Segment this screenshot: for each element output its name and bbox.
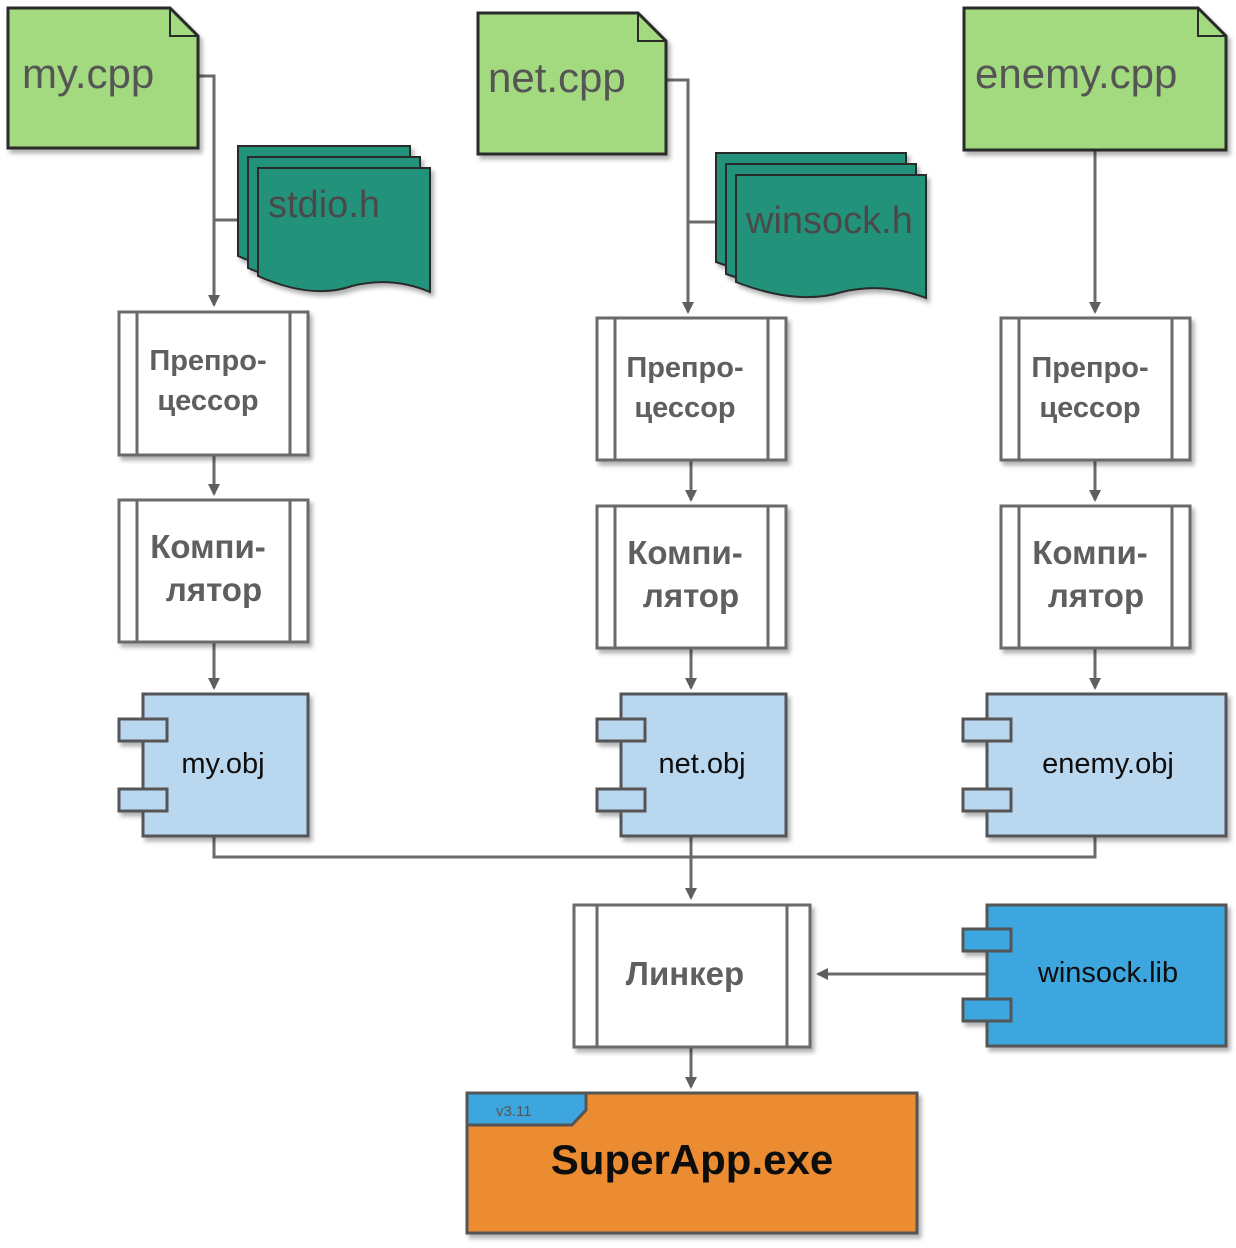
linker-label: Линкер — [626, 955, 744, 992]
header-file-label: winsock.h — [745, 200, 913, 242]
compiler-label-line1: Компи- — [1032, 534, 1147, 571]
compiler-1[interactable]: Компи- лятор — [117, 498, 310, 644]
object-file-my-obj[interactable]: my.obj — [117, 692, 310, 838]
header-file-stdio-h[interactable]: stdio.h — [237, 145, 431, 294]
document-icon — [476, 11, 668, 156]
preprocessor-label-line1: Препро- — [1031, 352, 1148, 384]
document-icon — [6, 6, 200, 150]
header-file-label: stdio.h — [268, 184, 380, 226]
source-file-label: net.cpp — [488, 54, 626, 101]
folded-corner-icon — [637, 13, 666, 42]
source-file-net-cpp[interactable]: net.cpp — [476, 11, 668, 156]
process-box — [117, 310, 310, 457]
component-port-icon — [595, 787, 647, 813]
preprocessor-label-line2: цессор — [1039, 392, 1140, 424]
compiler-label-line2: лятор — [166, 571, 262, 608]
connectors — [198, 74, 1101, 1089]
executable-superapp-exe[interactable]: v3.11 SuperApp.exe — [465, 1091, 919, 1235]
process-box — [999, 316, 1192, 462]
process-box — [595, 504, 788, 650]
connector-obj-merge — [212, 837, 1097, 859]
preprocessor-label-line1: Препро- — [149, 345, 266, 377]
folded-corner-icon — [169, 8, 198, 37]
object-file-label: enemy.obj — [1042, 748, 1174, 780]
component-icon — [985, 903, 1228, 1048]
document-icon — [962, 6, 1228, 152]
process-box — [117, 498, 310, 644]
component-port-icon — [961, 927, 1013, 953]
component-port-icon — [117, 717, 169, 743]
component-port-icon — [117, 787, 169, 813]
connector-my-cpp-to-preprocessor — [198, 74, 220, 307]
component-icon — [141, 692, 310, 838]
compiler-3[interactable]: Компи- лятор — [999, 504, 1192, 650]
source-file-label: enemy.cpp — [975, 50, 1177, 97]
multi-document-front-icon — [257, 167, 431, 294]
source-file-enemy-cpp[interactable]: enemy.cpp — [962, 6, 1228, 152]
compiler-label-line1: Компи- — [627, 534, 742, 571]
component-icon — [619, 692, 788, 838]
process-box — [999, 504, 1192, 650]
version-label: v3.11 — [496, 1103, 532, 1120]
component-icon — [985, 692, 1228, 838]
compiler-2[interactable]: Компи- лятор — [595, 504, 788, 650]
object-file-enemy-obj[interactable]: enemy.obj — [961, 692, 1228, 838]
preprocessor-label-line1: Препро- — [626, 352, 743, 384]
component-port-icon — [961, 997, 1013, 1023]
compiler-label-line2: лятор — [1048, 577, 1144, 614]
object-file-label: net.obj — [658, 748, 745, 780]
process-box — [572, 903, 812, 1049]
connector-net-cpp-to-preprocessor — [666, 78, 694, 314]
executable-label: SuperApp.exe — [551, 1136, 833, 1183]
component-port-icon — [961, 717, 1013, 743]
multi-document-front-icon — [735, 174, 927, 300]
linker[interactable]: Линкер — [572, 903, 812, 1049]
process-box — [595, 316, 788, 462]
source-file-my-cpp[interactable]: my.cpp — [6, 6, 200, 150]
preprocessor-label-line2: цессор — [157, 385, 258, 417]
component-port-icon — [595, 717, 647, 743]
compiler-label-line1: Компи- — [150, 528, 265, 565]
object-file-label: my.obj — [181, 748, 264, 780]
compiler-label-line2: лятор — [643, 577, 739, 614]
preprocessor-3[interactable]: Препро- цессор — [999, 316, 1192, 462]
library-label: winsock.lib — [1037, 957, 1178, 989]
preprocessor-1[interactable]: Препро- цессор — [117, 310, 310, 457]
library-winsock-lib[interactable]: winsock.lib — [961, 903, 1228, 1048]
source-file-label: my.cpp — [22, 50, 154, 97]
version-tab — [465, 1091, 588, 1127]
preprocessor-2[interactable]: Препро- цессор — [595, 316, 788, 462]
component-port-icon — [961, 787, 1013, 813]
folded-corner-icon — [1197, 8, 1226, 37]
preprocessor-label-line2: цессор — [634, 392, 735, 424]
object-file-net-obj[interactable]: net.obj — [595, 692, 788, 838]
header-file-winsock-h[interactable]: winsock.h — [715, 152, 927, 300]
